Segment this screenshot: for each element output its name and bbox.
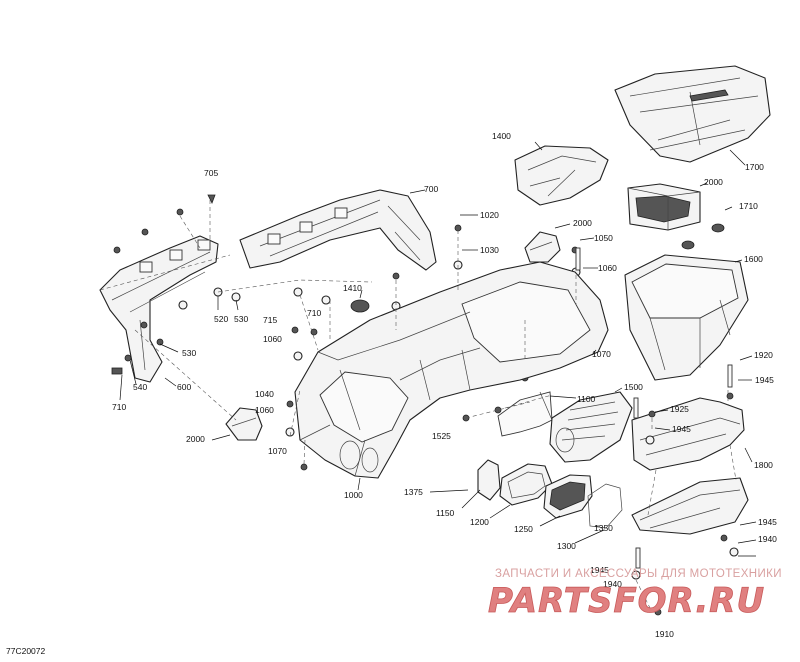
callout-1070: 1070 [592,349,611,359]
callout-1300: 1300 [557,541,576,551]
part-1700-lid[interactable] [614,65,771,163]
callout-540: 540 [133,382,147,392]
part-2000-clip-mid[interactable] [524,231,561,263]
callout-530: 530 [234,314,248,324]
part-1350-trim-ring[interactable] [587,483,623,529]
callout-1200: 1200 [470,517,489,527]
callout-1940: 1940 [758,534,777,544]
callout-1945: 1945 [590,565,609,575]
callout-1925: 1925 [670,404,689,414]
callout-1600: 1600 [744,254,763,264]
callout-1910: 1910 [655,629,674,639]
hardware-bolts-right [575,247,739,616]
callout-1500: 1500 [624,382,643,392]
watermark-logo-text: PARTSFOR.RU [488,581,765,620]
part-2000-clip-lower[interactable] [225,407,263,441]
part-1100-bracket[interactable] [497,391,553,437]
part-1600-storage-tub[interactable] [624,254,749,381]
part-1400-cover[interactable] [514,145,609,206]
callout-1020: 1020 [480,210,499,220]
callout-1000: 1000 [344,490,363,500]
part-1800-rack[interactable] [631,397,749,535]
callout-1400: 1400 [492,131,511,141]
callout-2000: 2000 [573,218,592,228]
callout-1060: 1060 [255,405,274,415]
watermark-text: ЗАПЧАСТИ И АКСЕССУАРЫ ДЛЯ МОТОТЕХНИКИ [495,568,782,580]
callout-labels: 705 700 1400 1700 2000 1710 1020 2000 10… [112,131,777,639]
callout-1350: 1350 [594,523,613,533]
callout-1945: 1945 [755,375,774,385]
part-1500-speaker-housing[interactable] [549,391,633,463]
callout-2000: 2000 [186,434,205,444]
callout-1920: 1920 [754,350,773,360]
callout-705: 705 [204,168,218,178]
callout-1945: 1945 [672,424,691,434]
callout-1150: 1150 [436,508,455,518]
part-1000-frame[interactable] [294,261,609,479]
callout-715: 715 [263,315,277,325]
callout-1700: 1700 [745,162,764,172]
callout-520: 520 [214,314,228,324]
callout-2000: 2000 [704,177,723,187]
leader-lines [119,141,757,557]
part-1200-bezel[interactable] [499,463,553,506]
diagram-code: 77C20072 [6,646,46,656]
part-600-bracket[interactable] [99,235,219,383]
callout-1070: 1070 [268,446,287,456]
callout-1250: 1250 [514,524,533,534]
part-2000-box-upper[interactable] [627,183,701,231]
callout-1710: 1710 [739,201,758,211]
watermark-logo: PARTSFOR.RU [488,581,765,620]
callout-1040: 1040 [255,389,274,399]
callout-1525: 1525 [432,431,451,441]
callout-1410: 1410 [343,283,362,293]
part-1710-grommet[interactable] [681,223,725,250]
callout-1050: 1050 [594,233,613,243]
callout-1945: 1945 [758,517,777,527]
callout-1060: 1060 [598,263,617,273]
assembly-lines [99,200,729,613]
part-1250-grille[interactable] [543,474,593,519]
callout-1030: 1030 [480,245,499,255]
callout-530: 530 [182,348,196,358]
callout-600: 600 [177,382,191,392]
callout-710: 710 [112,402,126,412]
callout-1375: 1375 [404,487,423,497]
callout-710: 710 [307,308,321,318]
part-1150-speaker-bracket[interactable] [477,459,501,501]
part-700-beam[interactable] [239,189,437,271]
callout-1940: 1940 [603,579,622,589]
callout-1100: 1100 [577,394,596,404]
callout-1800: 1800 [754,460,773,470]
callout-700: 700 [424,184,438,194]
callout-1060: 1060 [263,334,282,344]
